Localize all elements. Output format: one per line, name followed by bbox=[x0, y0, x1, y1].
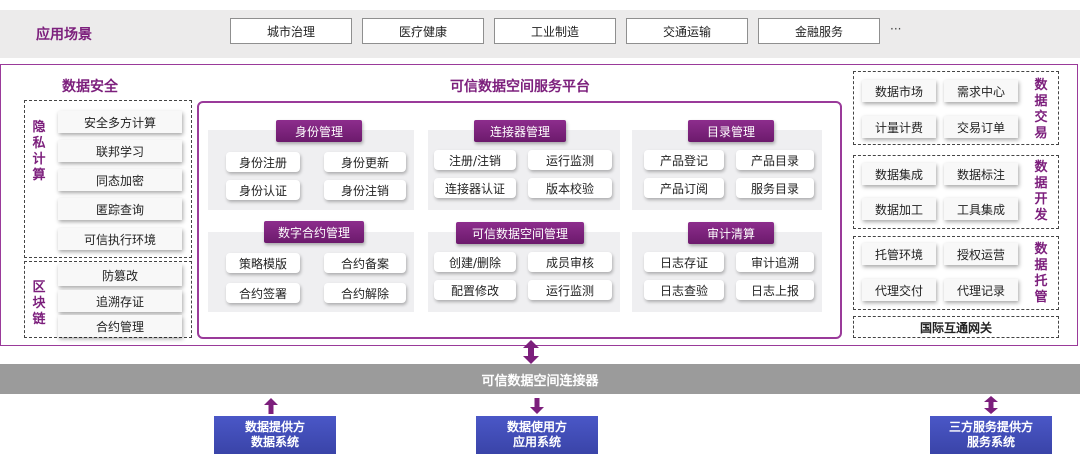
module-audit-title: 审计清算 bbox=[688, 222, 774, 244]
data-development-label: 数据开发 bbox=[1034, 160, 1048, 223]
audit-log-check: 日志查验 bbox=[644, 280, 724, 300]
data-hosting-label: 数据托管 bbox=[1034, 242, 1048, 305]
trading-market: 数据市场 bbox=[862, 80, 936, 102]
connector-auth: 连接器认证 bbox=[434, 178, 516, 198]
identity-register: 身份注册 bbox=[226, 152, 300, 172]
down-arrow-icon bbox=[530, 398, 544, 414]
trading-orders: 交易订单 bbox=[944, 116, 1018, 138]
module-connector bbox=[428, 130, 620, 210]
platform-title: 可信数据空间服务平台 bbox=[450, 79, 590, 95]
scenario-title: 应用场景 bbox=[36, 27, 92, 43]
blockchain-item-traceability: 追溯存证 bbox=[58, 290, 182, 312]
hosting-auth-ops: 授权运营 bbox=[944, 243, 1018, 265]
module-space bbox=[428, 232, 620, 312]
data-security-title: 数据安全 bbox=[62, 79, 118, 95]
hosting-env: 托管环境 bbox=[862, 243, 936, 265]
data-hosting-group bbox=[853, 236, 1059, 310]
scenario-finance: 金融服务 bbox=[758, 18, 880, 44]
privacy-item-pir: 匿踪查询 bbox=[58, 198, 182, 220]
dev-integration: 数据集成 bbox=[862, 163, 936, 185]
up-arrow-icon bbox=[264, 398, 278, 414]
platform-panel bbox=[197, 101, 842, 339]
double-arrow-icon bbox=[523, 340, 539, 364]
consumer-system: 数据使用方 应用系统 bbox=[476, 416, 598, 454]
identity-auth: 身份认证 bbox=[226, 180, 300, 200]
provider-system: 数据提供方 数据系统 bbox=[214, 416, 336, 454]
platform-frame bbox=[0, 64, 1078, 346]
module-catalog-title: 目录管理 bbox=[688, 120, 774, 142]
hosting-delivery: 代理交付 bbox=[862, 279, 936, 301]
trusted-connector-bar: 可信数据空间连接器 bbox=[0, 364, 1080, 394]
blockchain-group bbox=[24, 261, 192, 338]
scenario-city-governance: 城市治理 bbox=[230, 18, 352, 44]
privacy-computing-group bbox=[24, 100, 192, 258]
scenario-transportation: 交通运输 bbox=[626, 18, 748, 44]
dev-tools: 工具集成 bbox=[944, 198, 1018, 220]
provider-system-line2: 数据系统 bbox=[250, 435, 299, 449]
module-contract-title: 数字合约管理 bbox=[264, 221, 364, 243]
connector-monitor: 运行监测 bbox=[528, 150, 612, 170]
consumer-system-line1: 数据使用方 bbox=[506, 420, 567, 434]
module-catalog bbox=[632, 130, 822, 210]
audit-trace: 审计追溯 bbox=[736, 252, 814, 272]
data-trading-label: 数据交易 bbox=[1034, 78, 1048, 141]
third-party-system-line2: 服务系统 bbox=[966, 435, 1015, 449]
trading-billing: 计量计费 bbox=[862, 116, 936, 138]
provider-system-line1: 数据提供方 bbox=[244, 420, 305, 434]
blockchain-item-contract: 合约管理 bbox=[58, 315, 182, 337]
privacy-item-homomorphic: 同态加密 bbox=[58, 169, 182, 191]
space-monitor: 运行监测 bbox=[528, 280, 612, 300]
privacy-item-federated-learning: 联邦学习 bbox=[58, 140, 182, 162]
data-trading-group bbox=[853, 71, 1059, 145]
scenario-healthcare: 医疗健康 bbox=[362, 18, 484, 44]
audit-log-store: 日志存证 bbox=[644, 252, 724, 272]
double-arrow-icon bbox=[984, 396, 998, 414]
catalog-register: 产品登记 bbox=[644, 150, 724, 170]
contract-policy: 策略模版 bbox=[226, 253, 300, 273]
module-connector-title: 连接器管理 bbox=[474, 120, 566, 142]
scenario-bar: 应用场景 城市治理 医疗健康 工业制造 交通运输 金融服务 ··· bbox=[0, 10, 1080, 58]
consumer-system-line2: 应用系统 bbox=[512, 435, 561, 449]
privacy-item-tee: 可信执行环境 bbox=[58, 228, 182, 250]
scenario-manufacturing: 工业制造 bbox=[494, 18, 616, 44]
connector-version: 版本校验 bbox=[528, 178, 612, 198]
dev-processing: 数据加工 bbox=[862, 198, 936, 220]
hosting-records: 代理记录 bbox=[944, 279, 1018, 301]
contract-record: 合约备案 bbox=[324, 253, 406, 273]
contract-sign: 合约签署 bbox=[226, 283, 300, 303]
scenario-more: ··· bbox=[890, 22, 902, 36]
catalog-list: 产品目录 bbox=[736, 150, 814, 170]
third-party-system: 三方服务提供方 服务系统 bbox=[930, 416, 1052, 454]
privacy-computing-label: 隐私计算 bbox=[32, 120, 46, 183]
catalog-service: 服务目录 bbox=[736, 178, 814, 198]
catalog-subscribe: 产品订阅 bbox=[644, 178, 724, 198]
contract-terminate: 合约解除 bbox=[324, 283, 406, 303]
space-config: 配置修改 bbox=[434, 280, 516, 300]
international-gateway: 国际互通网关 bbox=[853, 316, 1059, 338]
third-party-system-line1: 三方服务提供方 bbox=[948, 420, 1033, 434]
module-identity-title: 身份管理 bbox=[276, 120, 362, 142]
blockchain-item-tamper-proof: 防篡改 bbox=[58, 264, 182, 286]
module-audit bbox=[632, 232, 822, 312]
trading-demand: 需求中心 bbox=[944, 80, 1018, 102]
module-space-title: 可信数据空间管理 bbox=[456, 222, 584, 244]
identity-update: 身份更新 bbox=[324, 152, 406, 172]
dev-annotation: 数据标注 bbox=[944, 163, 1018, 185]
connector-register: 注册/注销 bbox=[434, 150, 516, 170]
space-create-delete: 创建/删除 bbox=[434, 252, 516, 272]
identity-cancel: 身份注销 bbox=[324, 180, 406, 200]
data-development-group bbox=[853, 155, 1059, 229]
space-member-review: 成员审核 bbox=[528, 252, 612, 272]
privacy-item-mpc: 安全多方计算 bbox=[58, 111, 182, 133]
blockchain-label: 区块链 bbox=[32, 280, 46, 327]
audit-log-report: 日志上报 bbox=[736, 280, 814, 300]
